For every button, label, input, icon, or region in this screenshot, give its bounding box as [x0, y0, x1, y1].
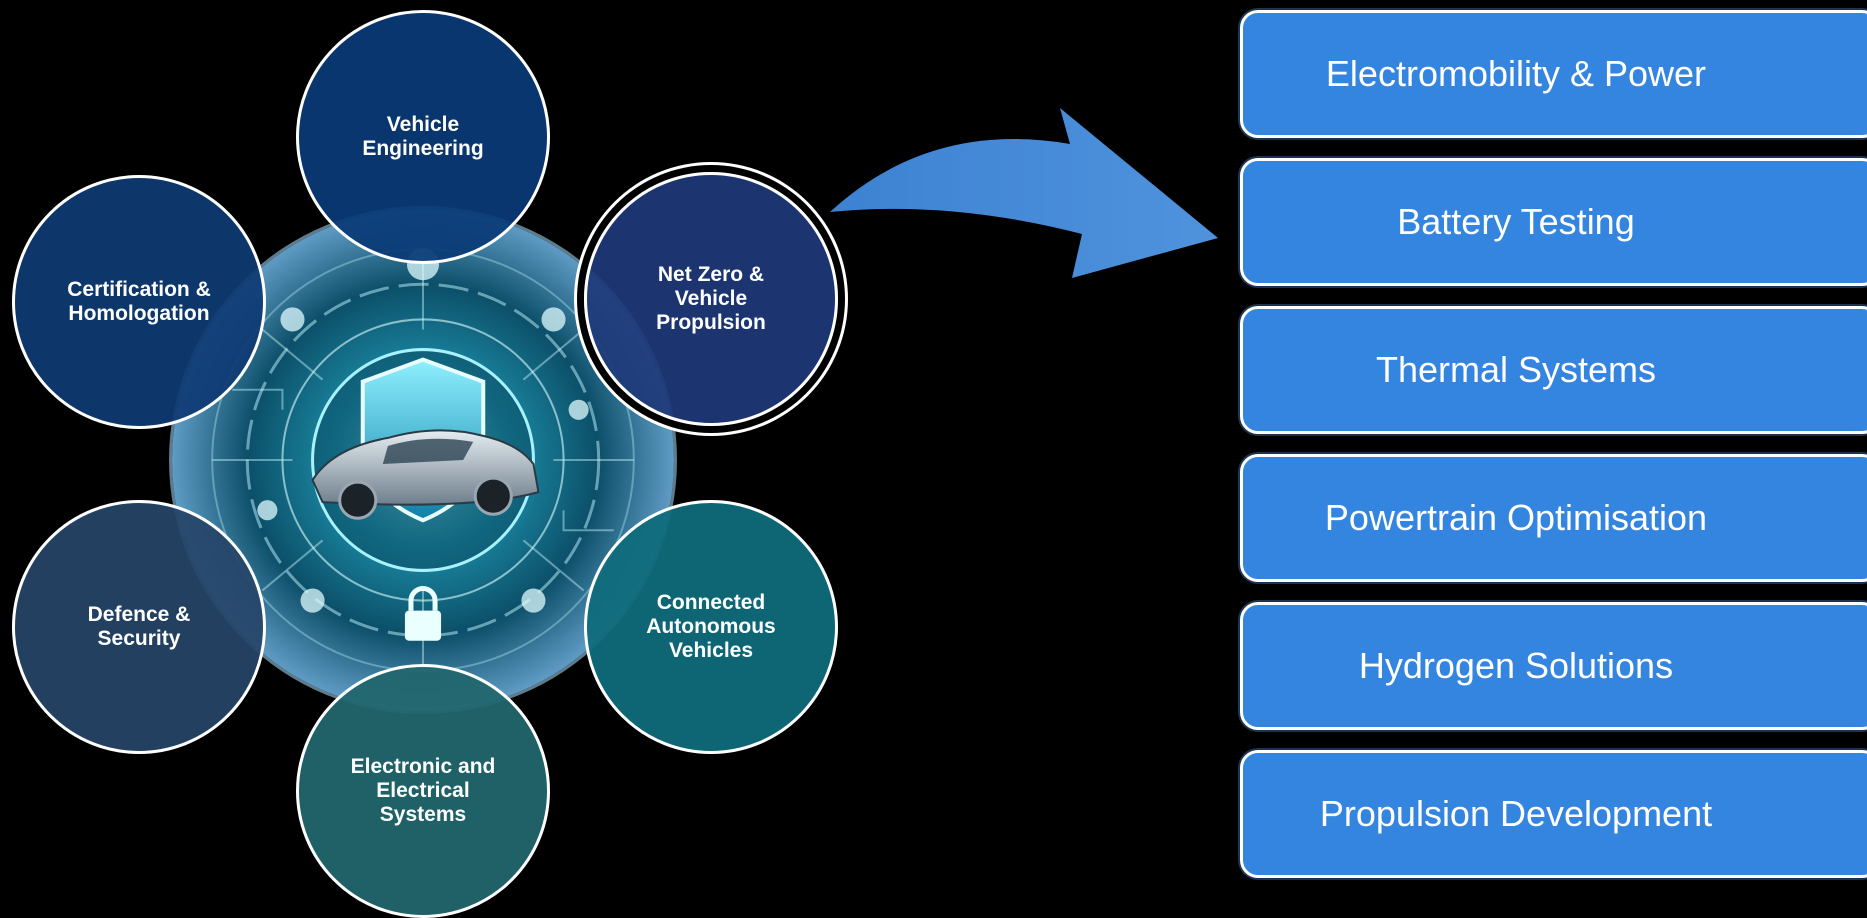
topic-vehicle-engineering: Vehicle Engineering	[296, 10, 550, 264]
service-box-powertrain-optimisation: Powertrain Optimisation	[1240, 454, 1867, 582]
topic-label: Vehicle Engineering	[362, 113, 484, 160]
service-box-thermal-systems: Thermal Systems	[1240, 306, 1867, 434]
topic-label: Defence & Security	[87, 603, 191, 650]
topic-certification-homologation: Certification & Homologation	[12, 175, 266, 429]
topic-defence-security: Defence & Security	[12, 500, 266, 754]
service-label: Thermal Systems	[1375, 349, 1657, 390]
service-label: Propulsion Development	[1319, 793, 1713, 834]
topic-label: Connected Autonomous Vehicles	[646, 591, 776, 662]
topic-label: Net Zero & Vehicle Propulsion	[656, 263, 766, 334]
service-label: Hydrogen Solutions	[1358, 645, 1674, 686]
topic-label: Electronic and Electrical Systems	[350, 755, 496, 826]
service-box-hydrogen-solutions: Hydrogen Solutions	[1240, 602, 1867, 730]
service-label: Battery Testing	[1397, 201, 1635, 242]
service-label: Electromobility & Power	[1325, 53, 1707, 94]
service-label: Powertrain Optimisation	[1324, 497, 1708, 538]
topic-label: Certification & Homologation	[67, 278, 211, 325]
curved-arrow-right-icon	[830, 108, 1218, 278]
topic-connected-autonomous-vehicles: Connected Autonomous Vehicles	[584, 500, 838, 754]
service-box-electromobility: Electromobility & Power	[1240, 10, 1867, 138]
service-box-propulsion-development: Propulsion Development	[1240, 750, 1867, 878]
topic-net-zero-propulsion: Net Zero & Vehicle Propulsion	[584, 172, 838, 426]
service-box-battery-testing: Battery Testing	[1240, 158, 1867, 286]
topic-electronic-electrical-systems: Electronic and Electrical Systems	[296, 664, 550, 918]
